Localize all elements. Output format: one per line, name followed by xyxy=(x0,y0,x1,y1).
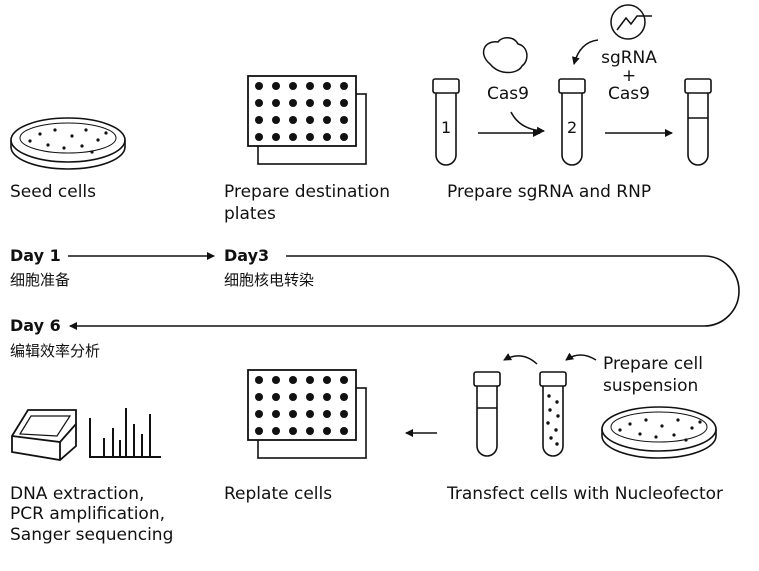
nucleofection-tube-icon xyxy=(473,371,501,457)
transfect-label: Transfect cells with Nucleofector xyxy=(447,484,724,504)
seed-cells-label: Seed cells xyxy=(10,182,97,202)
day3-cn-label: 细胞核电转染 xyxy=(224,271,315,289)
analyzer-machine-icon xyxy=(11,409,77,461)
analysis-label-line2: PCR amplification, xyxy=(10,504,165,524)
sgrna-icon xyxy=(610,4,652,40)
day3-label: Day3 xyxy=(224,246,270,265)
tube-1-icon xyxy=(432,78,460,166)
cas9-complex-label: Cas9 xyxy=(608,84,650,104)
sequencing-chart-icon xyxy=(89,408,161,458)
day1-label: Day 1 xyxy=(10,246,61,265)
plus-label: + xyxy=(621,66,637,86)
prepare-suspension-label-line1: Prepare cell xyxy=(603,354,703,374)
prepare-rnp-label: Prepare sgRNA and RNP xyxy=(447,182,652,202)
transfection-arrows xyxy=(503,352,597,365)
day6-cn-label: 编辑效率分析 xyxy=(10,342,101,360)
cas9-label: Cas9 xyxy=(487,84,529,104)
tube-3-icon xyxy=(684,78,712,166)
replate-label: Replate cells xyxy=(224,484,333,504)
cell-suspension-tube-icon xyxy=(539,371,567,457)
analysis-label-line1: DNA extraction, xyxy=(10,484,145,504)
well-plate-top-icon xyxy=(247,75,367,165)
prepare-plates-label-line1: Prepare destination xyxy=(224,182,390,202)
tube-1-number: 1 xyxy=(441,118,452,137)
prepare-suspension-label-line2: suspension xyxy=(603,376,699,396)
timeline xyxy=(68,252,740,330)
petri-dish-seed-icon xyxy=(10,117,126,170)
tube-2-icon xyxy=(558,78,586,166)
rnp-arrows xyxy=(478,39,673,137)
cas9-protein-icon xyxy=(482,37,528,74)
day1-cn-label: 细胞准备 xyxy=(10,271,71,289)
tube-2-number: 2 xyxy=(567,118,578,137)
prepare-plates-label-line2: plates xyxy=(224,204,276,224)
sgrna-label: sgRNA xyxy=(601,48,657,68)
day6-label: Day 6 xyxy=(10,316,61,335)
well-plate-bottom-icon xyxy=(247,369,367,459)
analysis-label-line3: Sanger sequencing xyxy=(10,525,174,545)
petri-dish-suspension-icon xyxy=(601,406,717,459)
